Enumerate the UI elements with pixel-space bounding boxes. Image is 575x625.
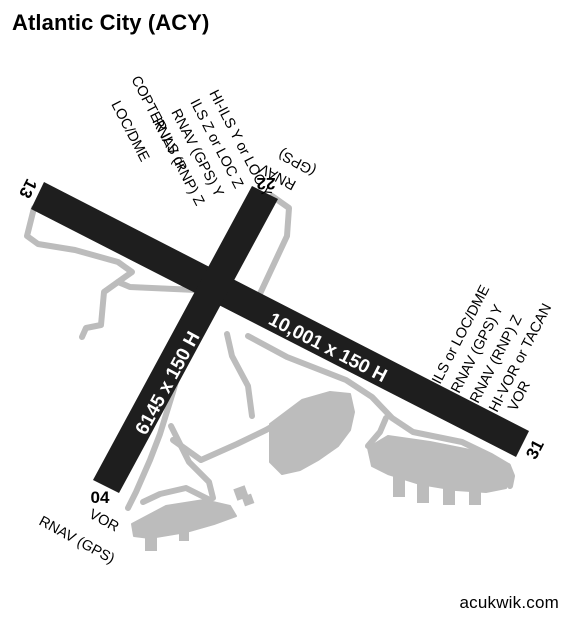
apron-central (269, 391, 355, 475)
taxiway-south-link-3 (140, 485, 213, 505)
taxiway-east-link (365, 415, 389, 449)
taxiway-se-end (505, 463, 515, 489)
apron-south-west (131, 499, 237, 539)
taxiway-13-31-parallel (245, 333, 511, 469)
page-title: Atlantic City (ACY) (12, 10, 210, 35)
taxiway-north-connector (115, 279, 199, 293)
taxiway-north-loop (24, 205, 135, 340)
apron-terminal (367, 435, 511, 493)
terminal-finger-4 (469, 485, 481, 505)
hangar-2 (241, 493, 255, 507)
runway-end-22: 22 (257, 174, 276, 193)
terminal-finger-1 (393, 471, 405, 497)
approaches-rwy-04: VOR RNAV (GPS) (36, 506, 121, 567)
apron-stub-2 (179, 529, 189, 541)
credit-text: acukwik.com (459, 593, 559, 612)
runways (31, 182, 529, 493)
aprons (131, 391, 511, 551)
apron-stub-1 (145, 537, 157, 551)
runway-end-31: 31 (522, 437, 548, 463)
terminal-finger-2 (417, 479, 429, 503)
runway-13-31 (31, 182, 529, 457)
terminal-finger-3 (443, 483, 455, 505)
runway-end-04: 04 (91, 488, 110, 507)
taxiway-center-link (224, 331, 255, 419)
approaches-rwy-13: HI-ILS Y or LOC Y ILS Z or LOC Z RNAV (G… (107, 73, 274, 208)
runway-04-22 (93, 186, 278, 493)
approach-04-line-1: VOR (86, 506, 121, 535)
